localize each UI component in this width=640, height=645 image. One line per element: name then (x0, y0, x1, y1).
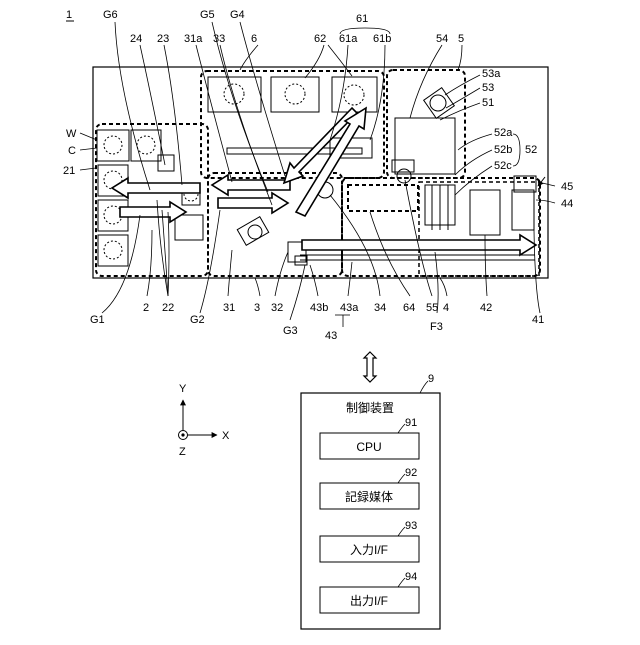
cpu-ref: 91 (405, 417, 417, 429)
unit-5-boundary (387, 70, 465, 178)
processing-block-4-boundary (342, 178, 540, 276)
label-g2: G2 (190, 314, 205, 326)
output-if-label: 出力I/F (350, 594, 388, 608)
label-61a: 61a (339, 33, 358, 45)
label-3: 3 (254, 302, 260, 314)
cpu-label: CPU (356, 440, 381, 454)
axis-z-label: Z (179, 446, 186, 458)
label-43: 43 (325, 330, 337, 342)
label-55: 55 (426, 302, 438, 314)
label-52a: 52a (494, 127, 513, 139)
label-61b: 61b (373, 33, 391, 45)
storage-medium-ref: 92 (405, 467, 417, 479)
label-g3: G3 (283, 325, 298, 337)
unit-41-boundary (419, 182, 539, 276)
flow-arrows (112, 108, 536, 255)
axis-x-label: X (222, 430, 230, 442)
label-41: 41 (532, 314, 544, 326)
label-22: 22 (162, 302, 174, 314)
label-53a: 53a (482, 68, 501, 80)
controller-ref: 9 (428, 373, 434, 385)
label-31: 31 (223, 302, 235, 314)
label-62: 62 (314, 33, 326, 45)
unit-64-boundary (348, 185, 418, 211)
label-21: 21 (63, 165, 75, 177)
output-if-ref: 94 (405, 571, 417, 583)
flow-arrow-g1 (120, 202, 186, 222)
unit-5-internals (392, 88, 455, 183)
label-51: 51 (482, 97, 494, 109)
label-g6: G6 (103, 9, 118, 21)
label-2: 2 (143, 302, 149, 314)
label-23: 23 (157, 33, 169, 45)
label-6: 6 (251, 33, 257, 45)
label-31a: 31a (184, 33, 203, 45)
label-32: 32 (271, 302, 283, 314)
label-34: 34 (374, 302, 386, 314)
label-g1: G1 (90, 314, 105, 326)
label-44: 44 (561, 198, 573, 210)
input-if-ref: 93 (405, 520, 417, 532)
communication-arrow (364, 352, 376, 382)
coordinate-axes: Y X Z (179, 383, 231, 458)
label-53: 53 (482, 82, 494, 94)
label-52c: 52c (494, 160, 512, 172)
label-61: 61 (356, 13, 368, 25)
label-52: 52 (525, 144, 537, 156)
flow-arrow-g6 (112, 178, 200, 198)
label-43b: 43b (310, 302, 328, 314)
label-g5: G5 (200, 9, 215, 21)
axis-y-label: Y (179, 383, 187, 395)
label-43a: 43a (340, 302, 359, 314)
label-c: C (68, 145, 76, 157)
controller-9: 9 制御装置 CPU 91 記録媒体 92 入力I/F 93 出力I/F 94 (301, 373, 440, 629)
input-if-label: 入力I/F (350, 543, 388, 557)
storage-medium-label: 記録媒体 (345, 489, 393, 504)
label-g4: G4 (230, 9, 245, 21)
label-24: 24 (130, 33, 142, 45)
label-45: 45 (561, 181, 573, 193)
carrier-stack (97, 130, 203, 266)
flow-arrow-g5 (212, 175, 290, 195)
label-64: 64 (403, 302, 415, 314)
label-54: 54 (436, 33, 448, 45)
controller-title: 制御装置 (346, 400, 394, 415)
label-5: 5 (458, 33, 464, 45)
label-52b: 52b (494, 144, 512, 156)
figure-number: 1 (66, 9, 72, 21)
label-42: 42 (480, 302, 492, 314)
label-f3: F3 (430, 321, 443, 333)
label-4: 4 (443, 302, 449, 314)
label-w: W (66, 128, 77, 140)
label-33: 33 (213, 33, 225, 45)
